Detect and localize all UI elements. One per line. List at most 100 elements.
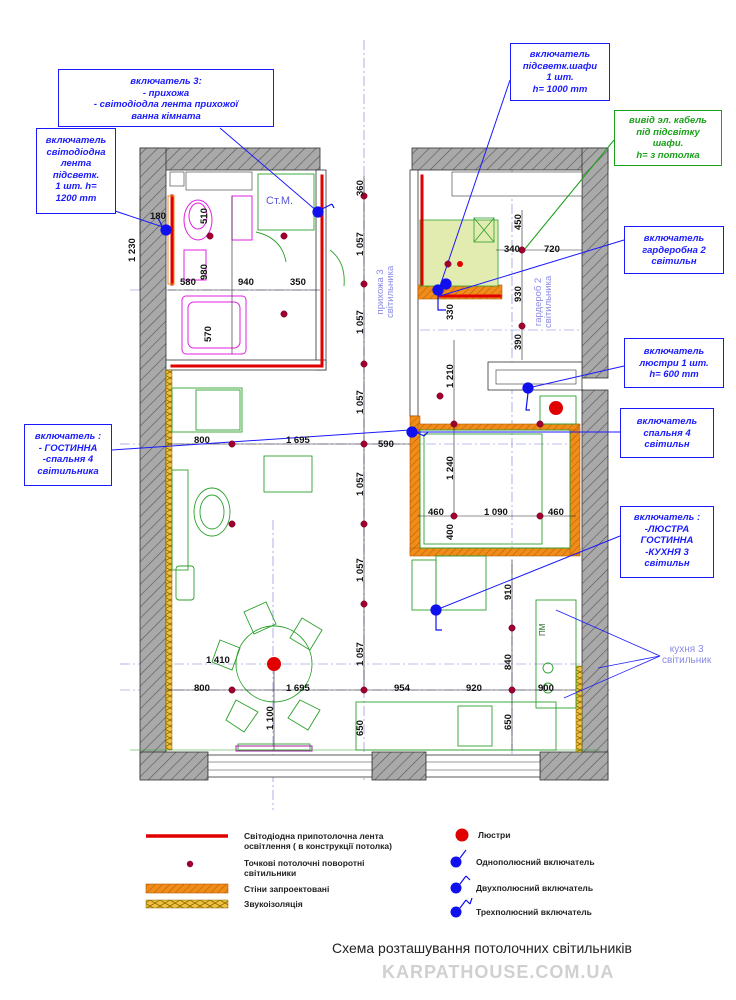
callout-line: люстри 1 шт. <box>639 357 709 369</box>
dim-label: 940 <box>238 277 254 288</box>
dim-label: 1 210 <box>445 364 456 388</box>
dim-label: 1 057 <box>355 310 366 334</box>
callout-line: - світодіодла лента прихожої <box>93 99 239 110</box>
dim-label: 460 <box>548 507 564 518</box>
callout-line: включатель <box>636 416 698 427</box>
callout-line: підсветк. <box>52 169 100 181</box>
dim-label: 1 090 <box>484 507 508 518</box>
callout-line: h= 600 mm <box>649 369 699 380</box>
room-label-line: світильника <box>543 275 554 328</box>
furniture <box>171 173 577 751</box>
callout-line: лента <box>60 158 92 169</box>
dim-label: 360 <box>355 180 366 196</box>
room-label-line: кухня 3 <box>669 644 704 655</box>
room-label-kitchen: кухня 3 світильник <box>662 644 711 666</box>
room-label-line: світильника <box>385 265 396 318</box>
callout-line: ГОСТИННА <box>640 535 694 546</box>
dim-label: 650 <box>503 714 514 730</box>
chandelier-bedroom <box>549 401 563 415</box>
callout-line: спальня 4 <box>643 427 691 439</box>
callout-bedroom-switch: включатель спальня 4 світильн <box>620 408 714 458</box>
room-label-wardrobe: гардероб 2 світильника <box>533 275 554 328</box>
callout-line: 1 шт. h= <box>55 181 97 192</box>
callout-line: h= з потолка <box>636 149 700 161</box>
switches <box>157 203 534 631</box>
callout-line: включатель <box>529 49 591 60</box>
callout-line: 1200 mm <box>55 192 97 204</box>
callout-line: світодіодна <box>46 146 106 158</box>
callout-hallway-switch: включатель 3: - прихожа - світодіодла ле… <box>58 69 274 127</box>
dim-label: 390 <box>513 334 524 350</box>
dim-label: 340 <box>504 244 520 255</box>
new-walls <box>165 284 583 753</box>
legend-line: Точкові потолочні поворотні <box>244 858 365 868</box>
dim-label: 1 057 <box>355 642 366 666</box>
callout-leaders <box>105 79 625 611</box>
legend-spot-lights: Точкові потолочні поворотні світильники <box>244 858 365 878</box>
dim-label: 400 <box>445 524 456 540</box>
room-label-line: світильник <box>662 655 712 666</box>
callout-line: гардеробна 2 <box>642 244 706 256</box>
callout-kitchen-switch: включатель : -ЛЮСТРА ГОСТИННА -КУХНЯ 3 с… <box>620 506 714 578</box>
callout-chandelier-switch: включатель люстри 1 шт. h= 600 mm <box>624 338 724 388</box>
callout-line: включатель : <box>633 512 701 523</box>
dim-label: 980 <box>199 264 210 280</box>
legend-line: Світодіодна припотолочна лента <box>244 831 384 841</box>
dim-label: 800 <box>194 435 210 446</box>
callout-line: -ЛЮСТРА <box>644 523 690 535</box>
dim-label: 920 <box>466 683 482 694</box>
callout-wardrobe-switch: включатель гардеробна 2 світильн <box>624 226 724 274</box>
dim-label: 1 695 <box>286 683 310 694</box>
led-strip <box>170 174 502 368</box>
spot-lights <box>206 192 544 694</box>
callout-wardrobe-light-switch: включатель підсветк.шафи 1 шт. h= 1000 m… <box>510 43 610 101</box>
callout-line: включатель <box>643 346 705 357</box>
dim-label: 1 057 <box>355 472 366 496</box>
dim-label: 1 695 <box>286 435 310 446</box>
washer-label: Ст.М. <box>266 195 294 207</box>
legend-line: світильники <box>244 868 297 878</box>
legend-switch-single: Однополюсний включатель <box>476 857 595 867</box>
callout-led-strip-switch: включатель світодіодна лента підсветк. 1… <box>36 128 116 214</box>
kitchen-leaders <box>555 609 661 699</box>
callout-line: - ГОСТИННА <box>38 442 98 454</box>
callout-line: включатель 3: <box>130 76 202 87</box>
callout-line: включатель <box>643 233 705 244</box>
dim-label: 590 <box>378 439 394 450</box>
callout-line: вивід эл. кабель <box>629 115 707 126</box>
dim-label: 450 <box>513 214 524 230</box>
dim-label: 1 240 <box>445 456 456 480</box>
dim-label: 180 <box>150 211 166 222</box>
dim-label: 650 <box>355 720 366 736</box>
callout-line: включатель : <box>34 431 102 442</box>
dim-label: 930 <box>513 286 524 302</box>
dim-label: 570 <box>203 326 214 342</box>
callout-line: -спальня 4 <box>42 454 94 465</box>
legend-sound-insulation: Звукоізоляція <box>244 899 303 909</box>
callout-line: - прихожа <box>142 87 190 99</box>
dim-label: 840 <box>503 654 514 670</box>
callout-line: світильн <box>644 439 690 450</box>
dim-label: 580 <box>180 277 196 288</box>
fridge-label: ПМ <box>538 623 547 636</box>
dim-label: 954 <box>394 683 410 694</box>
callout-line: ванна кімната <box>131 110 201 122</box>
callout-line: -КУХНЯ 3 <box>645 546 689 558</box>
drawing-caption: Схема розташування потолочних світильник… <box>332 940 632 956</box>
callout-line: підсветк.шафи <box>522 60 598 72</box>
dim-label: 1 057 <box>355 390 366 414</box>
callout-line: під підсвітку <box>636 126 700 138</box>
callout-line: включатель <box>45 135 107 146</box>
dim-label: 800 <box>194 683 210 694</box>
dim-label: 1 057 <box>355 232 366 256</box>
legend-led-strip: Світодіодна припотолочна лента освітленн… <box>244 831 392 851</box>
dim-label: 1 057 <box>355 558 366 582</box>
room-label-hallway: прихожа 3 світильника <box>375 265 396 318</box>
dim-label: 910 <box>503 584 514 600</box>
legend-switch-double: Двухполюсний включатель <box>476 883 594 893</box>
dim-label: 1 100 <box>265 706 276 730</box>
dim-label: 510 <box>199 208 210 224</box>
cable-leader <box>523 139 615 251</box>
watermark: KARPATHOUSE.COM.UA <box>382 962 615 982</box>
